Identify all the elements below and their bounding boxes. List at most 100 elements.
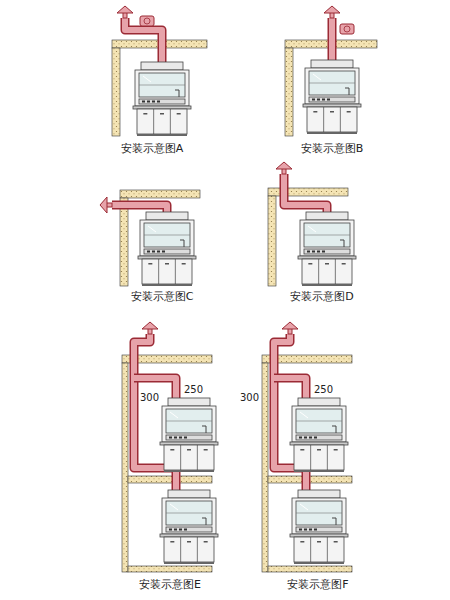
faucet	[180, 240, 184, 247]
plinth	[164, 470, 214, 472]
plinth	[142, 284, 192, 286]
sash-glass	[309, 71, 355, 95]
duct	[332, 18, 333, 60]
control-key	[299, 437, 302, 439]
door-handle	[317, 541, 321, 543]
door-handle	[330, 111, 334, 113]
dimension-text: 300	[240, 392, 259, 403]
door-split	[310, 537, 311, 562]
control-panel	[296, 527, 342, 532]
caption-text: 安装示意图D	[290, 291, 353, 303]
door-handle	[325, 263, 329, 265]
worktop	[290, 442, 348, 445]
control-panel	[166, 435, 212, 440]
door-split	[323, 107, 324, 132]
control-key	[304, 529, 307, 531]
sash-glass	[166, 409, 212, 433]
control-key	[304, 437, 307, 439]
duct-outline	[284, 174, 327, 212]
upper-cabinet	[292, 498, 346, 534]
caption-text: 安装示意图E	[139, 579, 201, 591]
faucet	[202, 426, 206, 433]
base-cabinet	[302, 259, 352, 284]
door-split	[310, 445, 311, 470]
cap-hat	[282, 322, 298, 329]
control-key	[314, 529, 317, 531]
caption-text: 安装示意图F	[287, 579, 348, 591]
worktop	[290, 534, 348, 537]
caption-text: 安装示意图A	[121, 143, 184, 155]
door-split	[335, 259, 336, 284]
duct	[274, 378, 306, 398]
control-key	[174, 437, 177, 439]
fan	[340, 24, 354, 34]
exhaust-box	[298, 490, 340, 498]
sash-glass	[296, 501, 342, 525]
plinth	[294, 562, 344, 564]
sash-bar	[296, 513, 342, 514]
fan-body	[140, 16, 154, 26]
control-panel	[139, 99, 185, 104]
control-panel	[309, 97, 355, 102]
duct-outline	[274, 378, 306, 398]
glass-glint	[313, 74, 321, 80]
worktop	[138, 256, 196, 259]
exhaust-box	[298, 398, 340, 406]
duct-outline	[112, 205, 167, 212]
sash-glass	[166, 501, 212, 525]
control-key	[179, 437, 182, 439]
wall-band	[128, 566, 212, 572]
fume-hood	[133, 62, 191, 136]
control-key	[327, 99, 330, 101]
fume-hood	[290, 490, 348, 564]
caption-text: 安装示意图C	[131, 291, 194, 303]
fume-hood	[138, 212, 196, 286]
control-panel	[144, 249, 190, 254]
dimension-text: 250	[184, 384, 203, 395]
door-handle	[317, 449, 321, 451]
base-cabinet	[294, 537, 344, 562]
door-handle	[334, 449, 338, 451]
sash-bar	[166, 513, 212, 514]
door-split	[197, 445, 198, 470]
wall-band	[268, 196, 276, 286]
door-handle	[177, 113, 181, 115]
control-key	[147, 251, 150, 253]
base-cabinet	[164, 445, 214, 470]
rain-cap	[324, 6, 340, 18]
door-handle	[334, 541, 338, 543]
door-split	[175, 259, 176, 284]
door-handle	[204, 449, 208, 451]
door-handle	[143, 113, 147, 115]
door-handle	[204, 541, 208, 543]
duct-outline	[328, 18, 337, 60]
caption-text: 安装示意图B	[301, 143, 364, 155]
base-cabinet	[164, 537, 214, 562]
door-handle	[342, 263, 346, 265]
exhaust-box	[168, 398, 210, 406]
sash-bar	[139, 85, 185, 86]
worktop	[160, 534, 218, 537]
glass-glint	[308, 226, 316, 232]
control-key	[169, 529, 172, 531]
control-key	[309, 529, 312, 531]
control-key	[142, 101, 145, 103]
control-key	[152, 251, 155, 253]
wall-band	[112, 48, 120, 136]
duct	[112, 205, 167, 212]
door-handle	[182, 263, 186, 265]
control-key	[162, 251, 165, 253]
door-split	[327, 537, 328, 562]
exhaust-box	[311, 60, 353, 68]
glass-glint	[148, 226, 156, 232]
worktop	[133, 106, 191, 109]
door-split	[340, 107, 341, 132]
fume-hood	[303, 60, 361, 134]
door-split	[158, 259, 159, 284]
glass-glint	[170, 412, 178, 418]
upper-cabinet	[162, 498, 216, 534]
plinth	[137, 134, 187, 136]
control-key	[322, 99, 325, 101]
plinth	[302, 284, 352, 286]
control-key	[184, 437, 187, 439]
